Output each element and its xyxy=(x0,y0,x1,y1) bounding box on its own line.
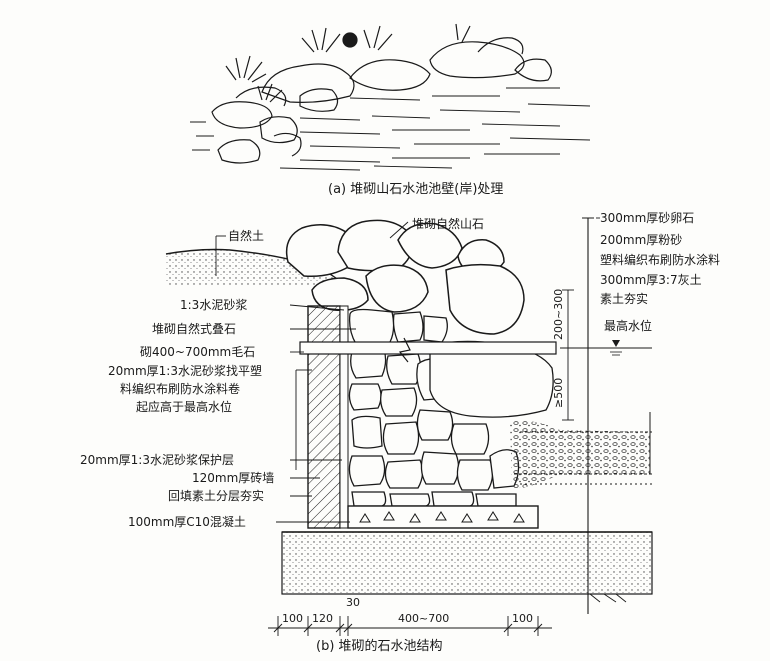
natural-soil-fill xyxy=(166,249,345,286)
label-left-5: 起应高于最高水位 xyxy=(136,399,232,414)
dim-bottom-4: 100 xyxy=(512,612,533,625)
grass-3 xyxy=(257,83,283,103)
dim-vertical-0: 200~300 xyxy=(552,289,565,340)
rock-front-3 xyxy=(259,116,298,144)
label-left-8: 回填素土分层夯实 xyxy=(168,488,264,503)
concrete-slab xyxy=(347,505,539,529)
label-left-4: 料编织布刷防水涂料卷 xyxy=(120,381,240,396)
label-left-2: 砌400~700mm毛石 xyxy=(140,345,255,359)
drain-pipe xyxy=(299,341,557,355)
dark-shrub xyxy=(342,32,358,48)
label-natural-rock: 堆砌自然山石 xyxy=(412,216,484,231)
right-leaders xyxy=(389,217,600,239)
label-right-0: 300mm厚砂卵石 xyxy=(600,211,694,225)
label-left-9: 100mm厚C10混凝土 xyxy=(128,514,246,529)
rock-front-5 xyxy=(273,132,302,157)
bottom-dimension xyxy=(268,616,552,636)
rock-back-2 xyxy=(349,59,431,91)
label-left-1: 堆砌自然式叠石 xyxy=(152,321,236,336)
label-right-3: 300mm厚3:7灰土 xyxy=(600,273,702,287)
rock-back-5 xyxy=(514,58,552,82)
soil-base xyxy=(281,531,653,595)
rock-back-1 xyxy=(261,63,355,103)
rock-front-4 xyxy=(217,139,261,164)
left-leaders xyxy=(215,235,356,523)
label-right-2: 塑料编织布刷防水涂料 xyxy=(600,252,720,267)
label-left-0: 1:3水泥砂浆 xyxy=(180,297,247,312)
dim-bottom-3: 400~700 xyxy=(398,612,449,625)
label-right-1: 200mm厚粉砂 xyxy=(600,233,682,247)
label-left-6: 20mm厚1:3水泥砂浆保护层 xyxy=(80,452,234,467)
label-left-7: 120mm厚砖墙 xyxy=(192,470,274,485)
rock-back-4 xyxy=(477,37,524,55)
dim-bottom-0: 100 xyxy=(282,612,303,625)
brick-wall xyxy=(307,305,341,529)
mortar-layer xyxy=(339,305,349,529)
top-rocks xyxy=(285,219,525,335)
concrete-triangles xyxy=(359,511,525,523)
grass-4 xyxy=(363,25,393,51)
label-natural-soil: 自然土 xyxy=(228,228,264,243)
gravel-layer xyxy=(510,420,650,489)
figure-a-sketch xyxy=(190,23,591,171)
grass-2 xyxy=(301,27,341,53)
figure-b-caption: (b) 堆砌的石水池结构 xyxy=(316,638,443,654)
water-lines xyxy=(190,87,591,171)
label-left-3: 20mm厚1:3水泥砂浆找平塑 xyxy=(108,363,262,378)
label-water-level: 最高水位 xyxy=(604,318,652,333)
rubble-stones xyxy=(348,308,554,507)
label-right-4: 素土夯实 xyxy=(600,291,648,306)
rock-front-1 xyxy=(211,101,273,129)
water-level-triangle xyxy=(612,340,620,347)
dim-vertical-1: ≥500 xyxy=(552,378,565,408)
dim-bottom-1: 120 xyxy=(312,612,333,625)
grass-1 xyxy=(225,55,267,83)
figure-a-caption: (a) 堆砌山石水池池壁(岸)处理 xyxy=(328,182,503,197)
figure-b-section xyxy=(165,217,653,636)
dim-bottom-2: 30 xyxy=(346,596,360,609)
grass-5 xyxy=(455,23,471,43)
rock-back-3 xyxy=(429,41,525,79)
rock-mid-1 xyxy=(299,88,339,112)
rock-front-2 xyxy=(235,86,287,107)
